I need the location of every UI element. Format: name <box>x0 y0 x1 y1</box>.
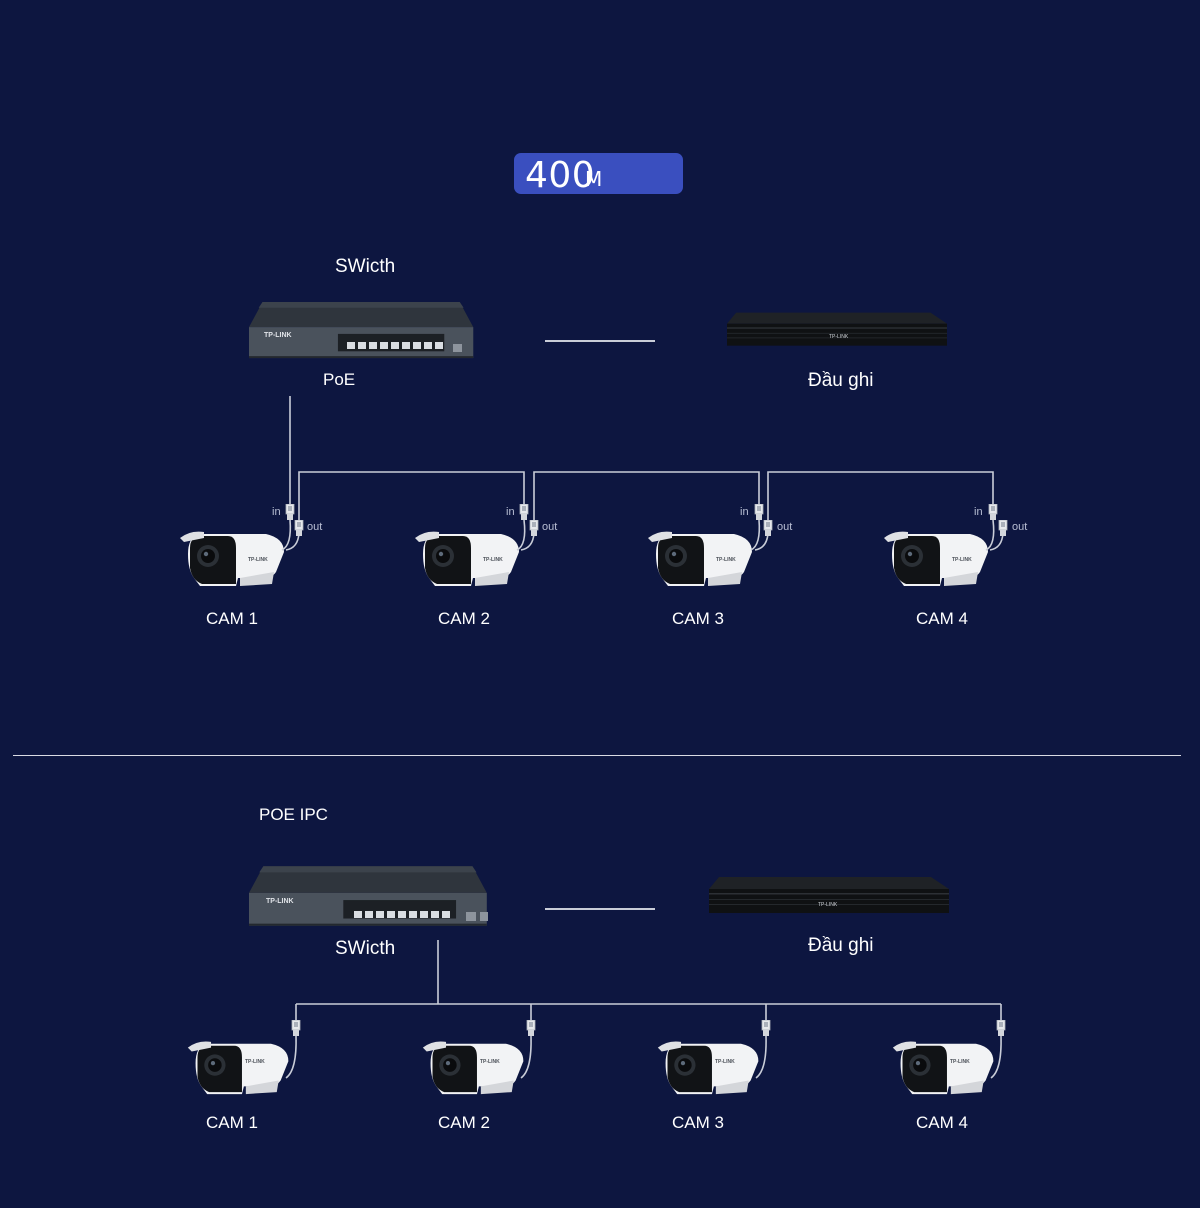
bottom-section-title: POE IPC <box>259 805 328 824</box>
cam-1-out-label: out <box>307 521 323 533</box>
bottom-cam-3-label: CAM 3 <box>672 1113 724 1132</box>
bottom-cam-3: TP-LINK <box>657 1020 771 1095</box>
top-cam-1-logo: TP-LINK <box>248 557 268 563</box>
bandwidth-value: 400 <box>525 155 596 196</box>
bandwidth-unit: M <box>585 167 603 191</box>
top-switch-title: SWicth <box>335 256 396 277</box>
top-cam-2-label: CAM 2 <box>438 609 490 628</box>
bottom-switch-ports <box>354 911 488 921</box>
top-cam-1-label: CAM 1 <box>206 609 258 628</box>
bottom-wiring <box>295 940 1002 1020</box>
bottom-cam-2: TP-LINK <box>422 1020 536 1095</box>
bottom-nvr-label: Đầu ghi <box>808 935 874 956</box>
bottom-cam-1-logo: TP-LINK <box>245 1059 265 1065</box>
bottom-cam-4-label: CAM 4 <box>916 1113 968 1132</box>
top-switch: TP-LINK <box>249 302 474 359</box>
bottom-cam-4-logo: TP-LINK <box>950 1059 970 1065</box>
bottom-cam-2-logo: TP-LINK <box>480 1059 500 1065</box>
cam-1-in-label: in <box>272 506 281 518</box>
bandwidth-badge: 400 M <box>514 153 683 196</box>
top-nvr-logo: TP-LINK <box>829 334 849 340</box>
top-cam-2: TP-LINK <box>415 504 539 586</box>
top-cam-3-label: CAM 3 <box>672 609 724 628</box>
cam-3-in-label: in <box>740 506 749 518</box>
cam-2-out-label: out <box>542 521 558 533</box>
cam-4-out-label: out <box>1012 521 1028 533</box>
bottom-switch: TP-LINK <box>249 866 488 926</box>
bottom-cam-1-label: CAM 1 <box>206 1113 258 1132</box>
top-cam-4-logo: TP-LINK <box>952 557 972 563</box>
top-cam-2-logo: TP-LINK <box>483 557 503 563</box>
section-divider <box>13 755 1181 756</box>
top-cam-4: TP-LINK <box>884 504 1008 586</box>
top-cam-1: TP-LINK <box>180 504 304 586</box>
top-cam-3: TP-LINK <box>648 504 773 586</box>
bottom-nvr-logo: TP-LINK <box>818 902 838 908</box>
top-nvr-label: Đầu ghi <box>808 370 874 391</box>
top-wiring <box>289 396 994 521</box>
bottom-nvr: TP-LINK <box>709 877 949 913</box>
bottom-cam-3-logo: TP-LINK <box>715 1059 735 1065</box>
top-switch-ports <box>347 342 462 352</box>
bottom-switch-logo: TP-LINK <box>266 898 294 905</box>
bottom-switch-label: SWicth <box>335 938 396 959</box>
bottom-cam-1: TP-LINK <box>187 1020 301 1095</box>
cam-4-in-label: in <box>974 506 983 518</box>
top-switch-logo: TP-LINK <box>264 332 292 339</box>
bottom-cam-4: TP-LINK <box>892 1020 1006 1095</box>
top-switch-caption: PoE <box>323 370 356 389</box>
cam-2-in-label: in <box>506 506 515 518</box>
top-cam-3-logo: TP-LINK <box>716 557 736 563</box>
top-nvr: TP-LINK <box>727 312 947 346</box>
bottom-cam-2-label: CAM 2 <box>438 1113 490 1132</box>
top-cam-4-label: CAM 4 <box>916 609 968 628</box>
cam-3-out-label: out <box>777 521 793 533</box>
